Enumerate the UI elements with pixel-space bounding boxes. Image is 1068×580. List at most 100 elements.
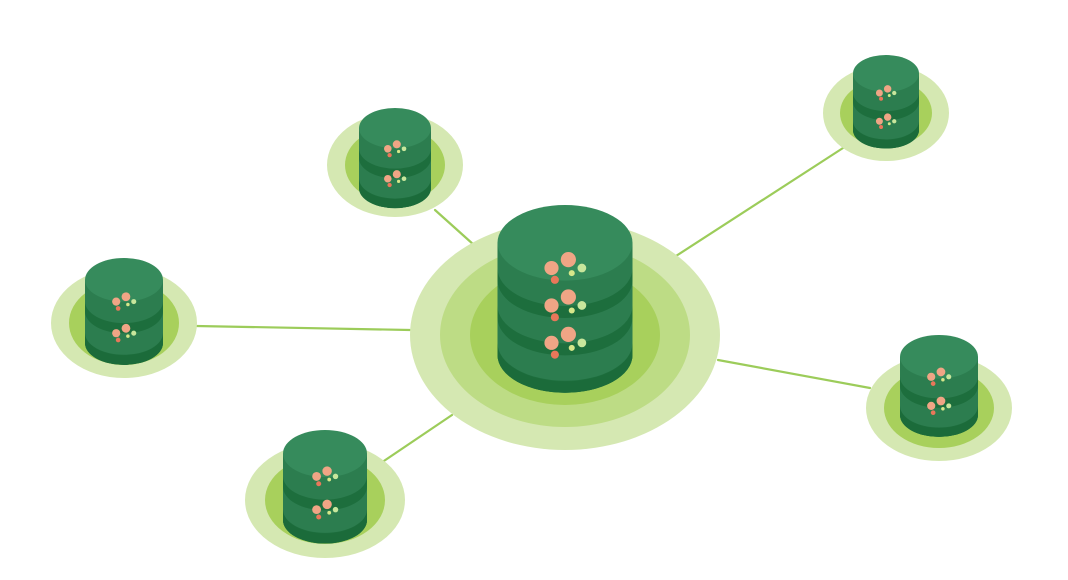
data-dot [879,125,884,130]
data-dot [322,499,332,510]
data-dot [883,113,892,121]
data-dot [930,410,936,416]
data-dot [550,313,559,322]
data-dot [126,302,130,307]
cylinder-band [85,301,163,334]
cylinder-base [283,510,367,544]
data-dot [392,140,401,149]
database-icon [853,55,919,149]
database-node-bottom-left [245,430,405,558]
cylinder-body [853,73,919,149]
data-dot [332,506,339,513]
data-dot [396,179,401,184]
data-dot [544,260,559,276]
data-dot [387,182,392,188]
cylinder-lid [900,335,978,379]
data-dot [927,372,936,381]
data-dot [560,252,576,268]
data-dot [544,335,559,350]
cylinder-body [283,453,367,544]
data-dot [879,96,884,101]
data-dot [327,510,332,515]
cylinder-band [497,268,633,318]
data-dot [568,270,575,277]
cylinder-body [900,356,978,437]
database-node-right [866,335,1012,461]
data-dot [936,367,946,377]
data-dot [892,90,897,96]
cylinder-base [359,179,431,209]
data-dot [121,292,131,302]
data-dot [327,477,332,482]
data-dot [332,473,339,480]
data-dot [946,374,952,380]
data-dot [401,146,407,152]
data-dot [887,122,891,126]
data-dot [577,263,587,273]
data-dot [946,403,952,409]
data-dot [941,407,945,411]
data-dot [930,381,936,386]
database-icon [283,430,367,544]
data-dot [322,466,332,476]
cylinder-band [283,476,367,511]
data-dot [131,299,137,305]
database-icon [497,205,633,393]
cylinder-lid [85,258,163,302]
data-dot [387,152,392,158]
data-dot [112,329,121,338]
connection-line [194,324,412,332]
data-dot [401,176,407,182]
data-dot [577,338,587,348]
data-dot [936,396,946,406]
connection-line [433,208,476,247]
cylinder-base [85,333,163,365]
cylinder-base [497,343,633,393]
data-dot [927,401,936,410]
cylinder-band [359,148,431,179]
connection-lines [194,146,872,467]
database-icon [85,258,163,365]
data-dot [115,337,121,343]
database-icon [359,108,431,209]
cylinder-base [853,121,919,149]
data-dot [875,117,883,125]
data-dot [131,330,137,336]
data-dot [544,298,559,313]
data-dot [396,149,401,154]
data-dot [560,289,576,305]
cylinder-body [359,128,431,209]
data-dot [568,307,575,314]
data-dot [112,297,121,306]
data-dot [115,306,121,311]
cylinder-lid [359,108,431,149]
central-database-group [410,205,720,450]
data-dot [560,326,576,342]
cylinder-band [900,376,978,408]
data-dot [384,145,392,153]
connection-line [376,413,454,467]
data-dot [941,377,945,382]
data-dot [384,174,392,183]
data-dot [312,505,322,515]
cylinder-body [85,279,163,365]
database-node-left [51,258,197,378]
cylinder-lid [497,205,633,281]
cylinder-band [497,305,633,356]
data-dot [892,119,897,124]
data-dot [887,93,891,97]
connection-line [674,146,845,258]
data-dot [568,344,575,351]
data-dot [550,275,559,284]
database-nodes [51,55,1012,558]
data-dot [312,471,322,481]
data-dot [875,89,883,97]
data-dot [316,481,322,487]
cylinder-lid [853,55,919,92]
database-icon [900,335,978,437]
data-dot [392,170,401,179]
cylinder-base [900,406,978,437]
database-node-top-left [327,108,463,217]
data-dot [577,301,587,310]
